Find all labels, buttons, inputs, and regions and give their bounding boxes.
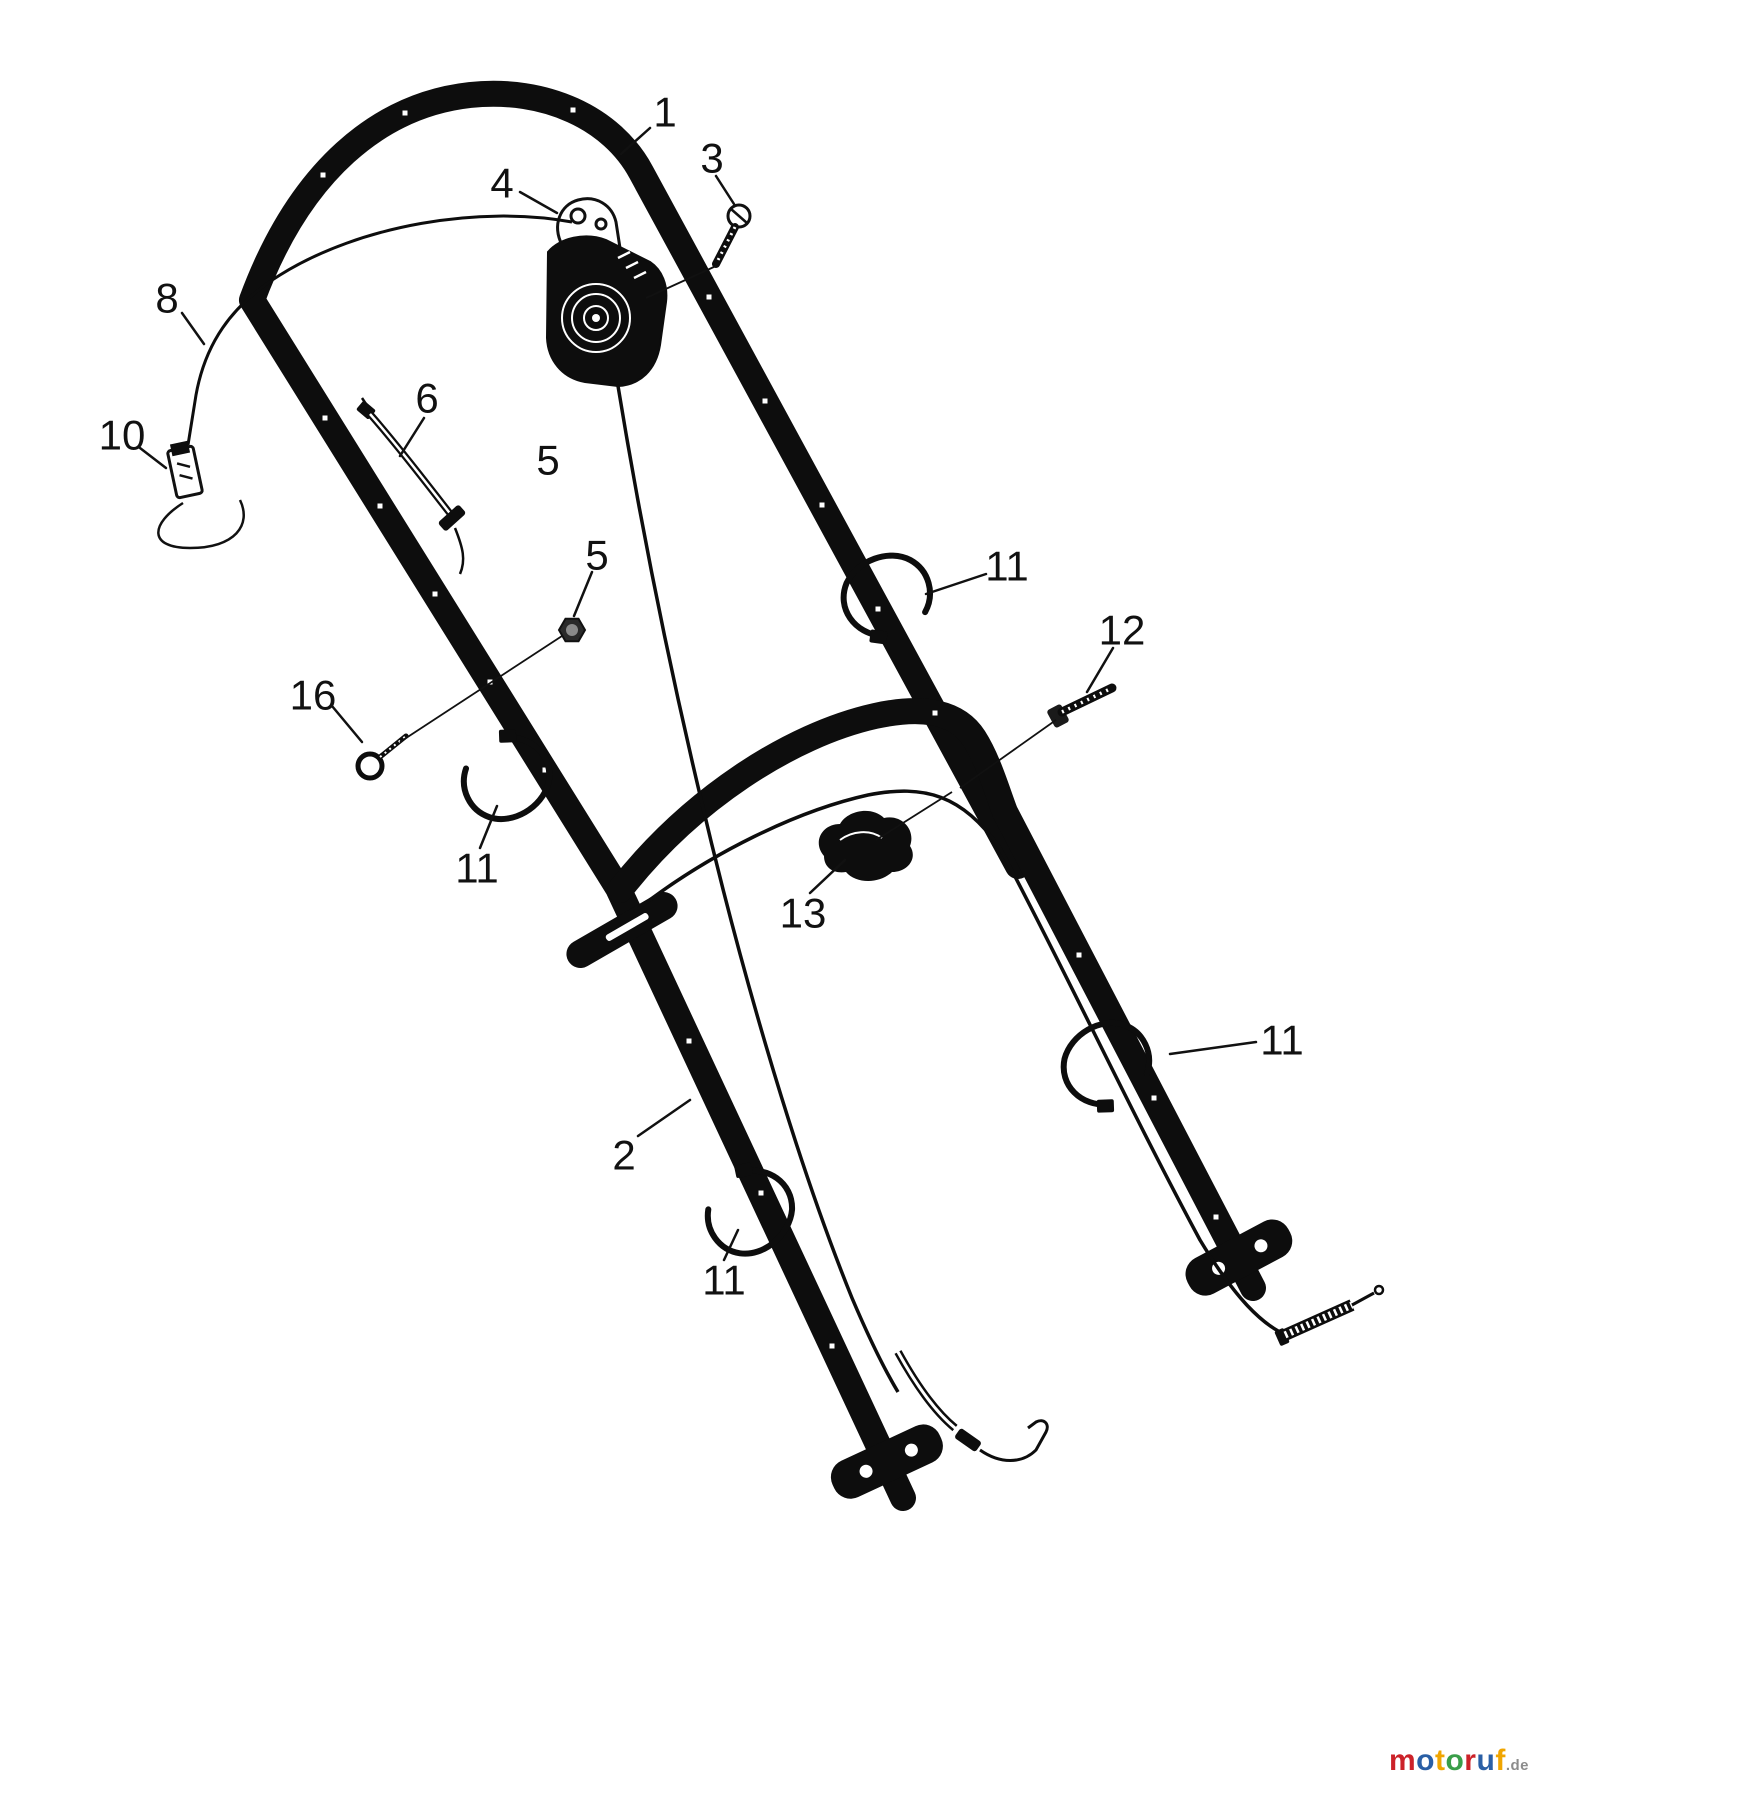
leader-line-11-lower-right bbox=[1168, 1040, 1258, 1056]
cable-plug bbox=[157, 440, 245, 550]
upper-handle-tube bbox=[239, 80, 1031, 1511]
callout-5-cable: 5 bbox=[536, 437, 559, 484]
callout-11-left: 11 bbox=[455, 845, 499, 892]
eye-bolt bbox=[355, 733, 409, 781]
callout-11-upper-right: 11 bbox=[985, 543, 1029, 590]
leader-line-11-bottom bbox=[722, 1228, 740, 1262]
ignition-cable bbox=[186, 214, 573, 446]
leader-line-2 bbox=[636, 1098, 692, 1138]
bolt-nut-alignment-line bbox=[399, 635, 563, 743]
zone-control-cable bbox=[616, 385, 1049, 1462]
leader-line-11-left bbox=[478, 804, 499, 850]
callout-5-nut: 5 bbox=[585, 532, 608, 579]
leader-line-1 bbox=[619, 126, 652, 156]
watermark-brand[interactable]: motoruf bbox=[1388, 1744, 1506, 1777]
leader-line-5-nut bbox=[572, 570, 594, 618]
callout-4: 4 bbox=[490, 160, 513, 207]
leader-line-13 bbox=[808, 858, 847, 895]
knob-alignment-line bbox=[875, 791, 953, 841]
callout-11-bottom: 11 bbox=[702, 1257, 746, 1304]
handle-corner-bracket bbox=[566, 892, 678, 968]
callout-2: 2 bbox=[612, 1132, 635, 1179]
callout-11-lower-right: 11 bbox=[1260, 1017, 1304, 1064]
bolt-alignment-line bbox=[959, 719, 1057, 789]
leader-line-16 bbox=[330, 704, 364, 744]
drive-cable bbox=[632, 789, 1385, 1346]
left-tube-end-plate bbox=[830, 1424, 943, 1499]
carriage-bolt bbox=[1047, 683, 1117, 728]
leader-line-8 bbox=[180, 311, 206, 346]
callout-1: 1 bbox=[653, 89, 676, 136]
callout-3: 3 bbox=[700, 135, 723, 182]
callout-13: 13 bbox=[780, 890, 827, 937]
leader-line-4 bbox=[518, 190, 559, 215]
callout-6: 6 bbox=[415, 375, 438, 422]
callout-8: 8 bbox=[155, 275, 178, 322]
callout-16: 16 bbox=[290, 672, 337, 719]
callout-12: 12 bbox=[1099, 607, 1146, 654]
callout-10: 10 bbox=[99, 412, 146, 459]
tube-rivet-marks bbox=[320, 107, 1219, 1349]
watermark[interactable]: motoruf.de bbox=[1389, 1744, 1529, 1778]
watermark-suffix[interactable]: .de bbox=[1505, 1757, 1529, 1774]
screw bbox=[712, 203, 752, 268]
lower-handle-tube bbox=[607, 698, 1266, 1301]
leader-line-3 bbox=[714, 174, 736, 206]
screw-alignment-line bbox=[645, 265, 717, 299]
hex-nut bbox=[557, 617, 587, 643]
leader-line-10 bbox=[138, 446, 168, 470]
adjuster-cable bbox=[356, 397, 466, 575]
leader-line-12 bbox=[1085, 646, 1115, 694]
leader-line-6 bbox=[398, 416, 426, 458]
engine-control-housing bbox=[545, 197, 668, 388]
leader-line-11-upper-right bbox=[924, 572, 988, 596]
